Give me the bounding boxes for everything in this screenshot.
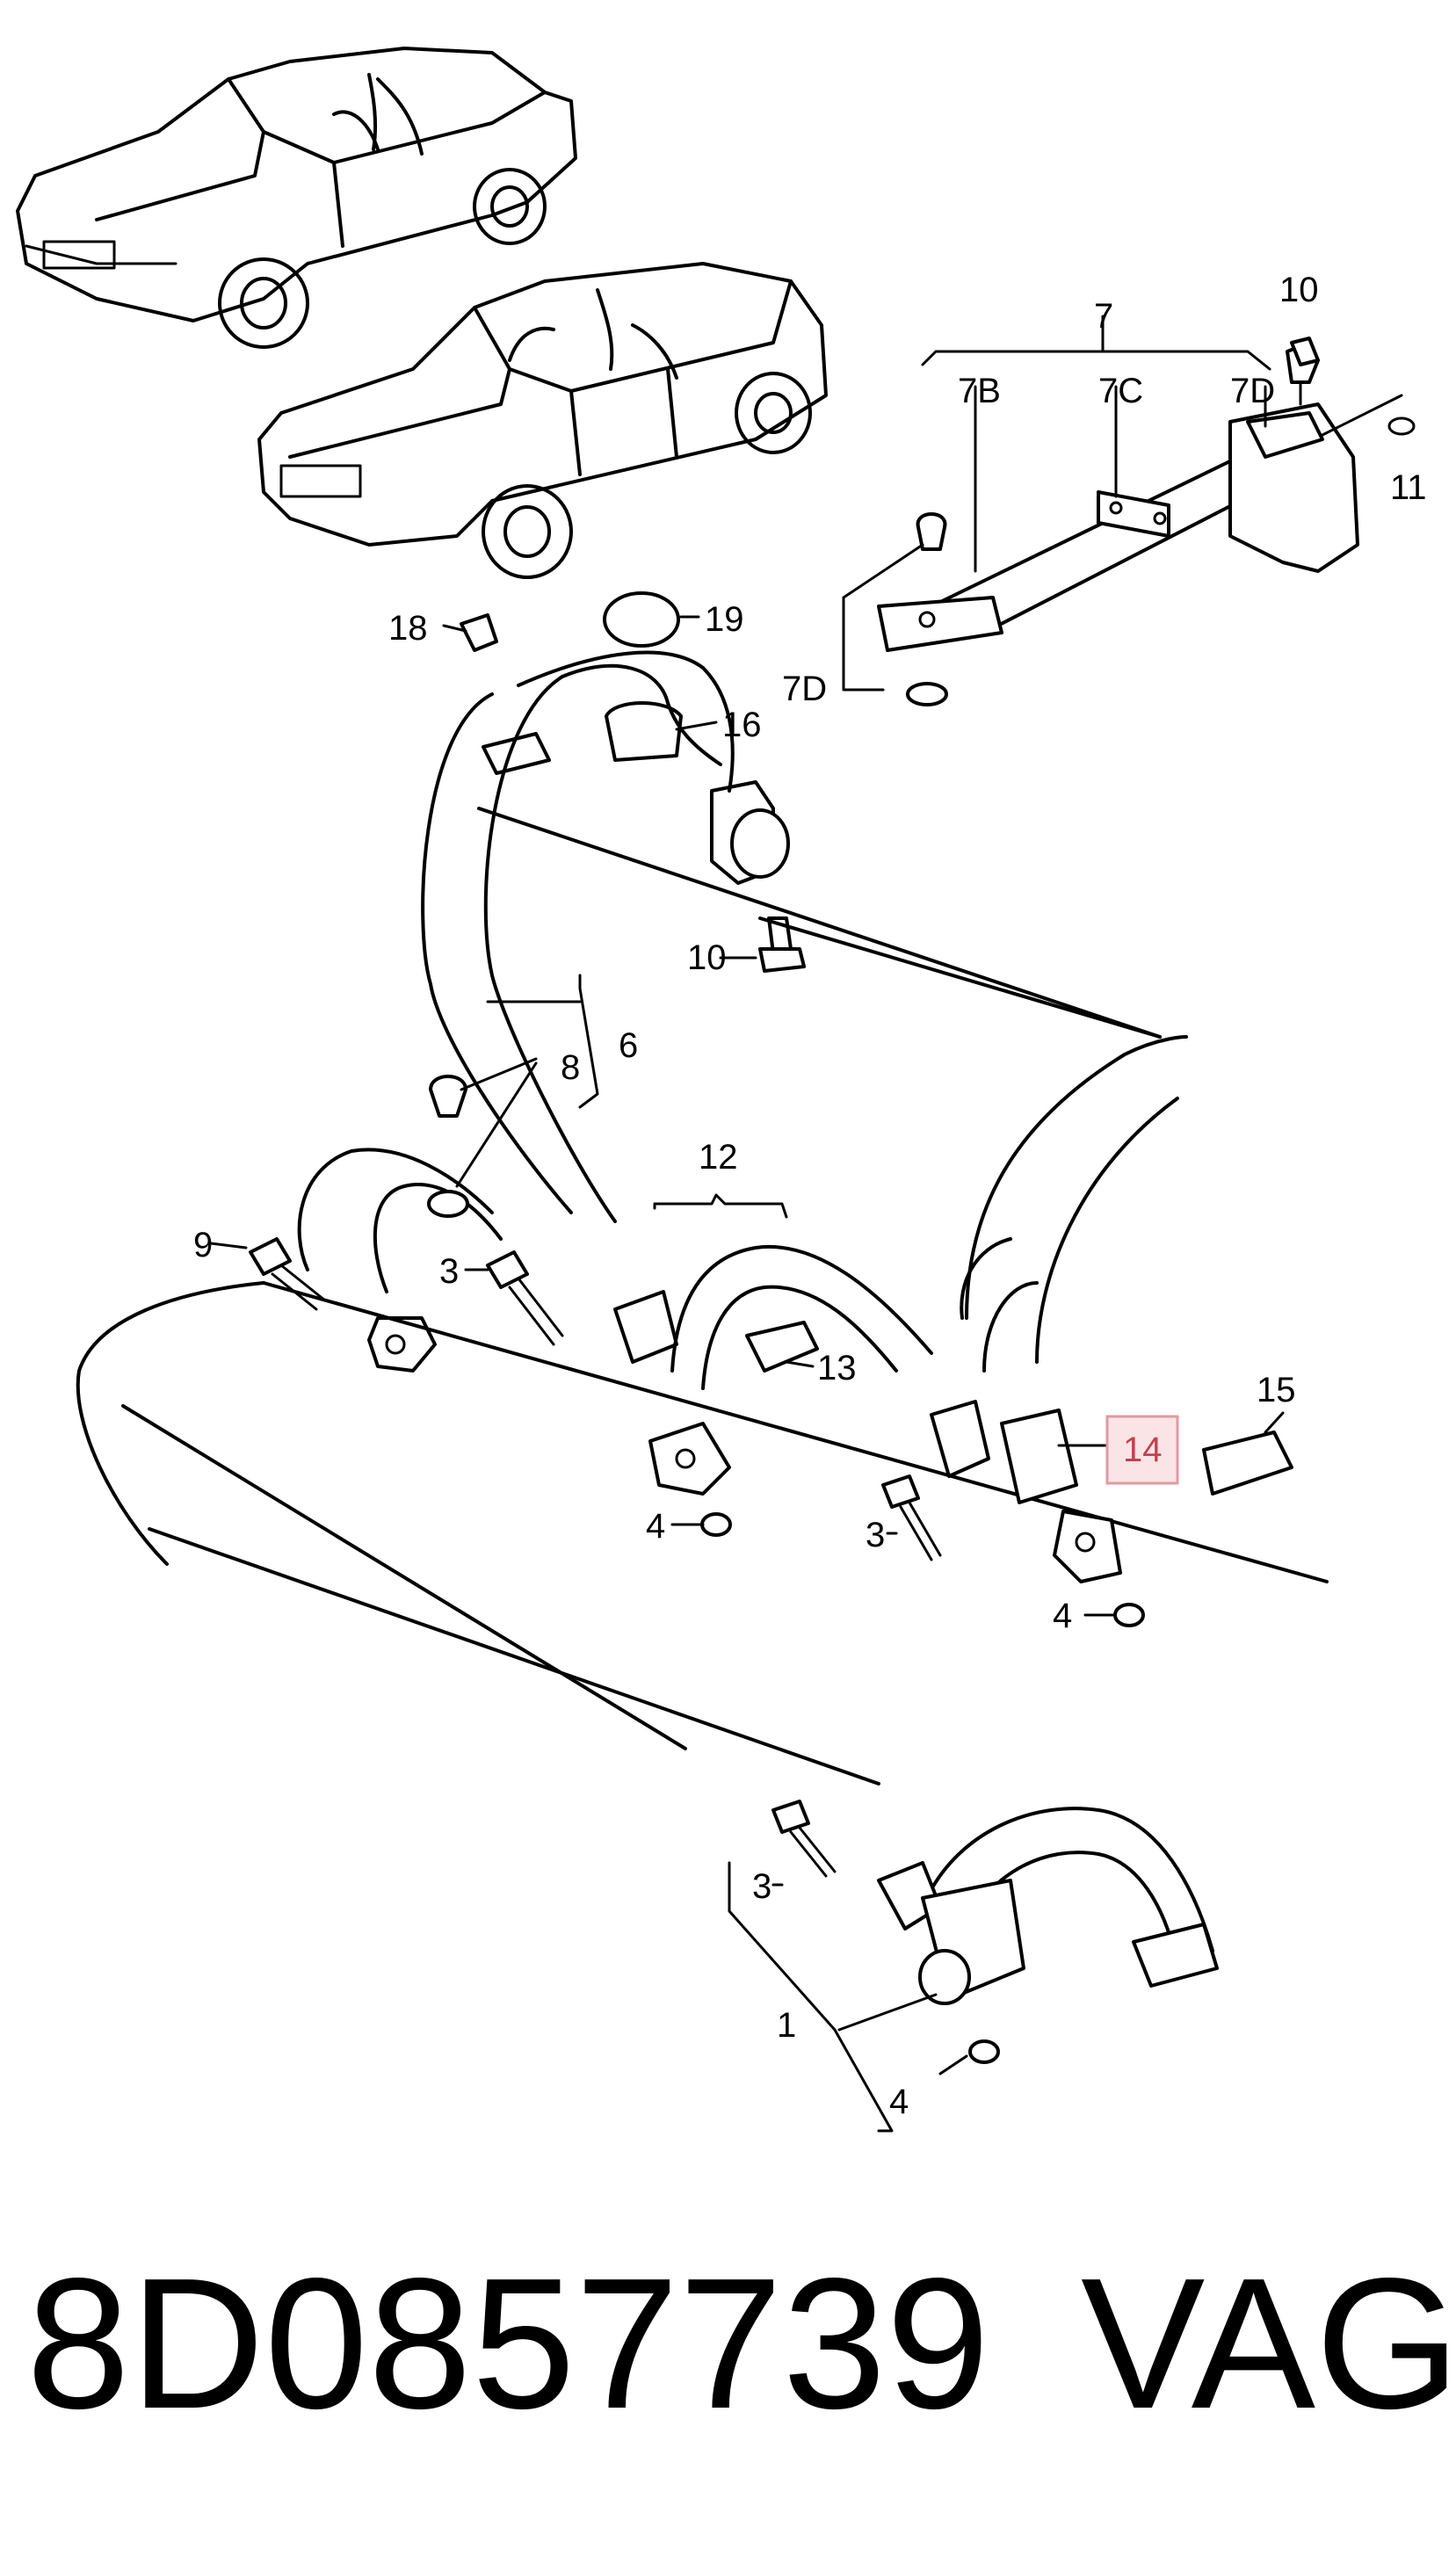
part-number: 8D0857739 <box>26 2239 989 2447</box>
brand-name: VAG <box>1081 2239 1456 2447</box>
callout-16: 16 <box>722 706 762 744</box>
callout-12: 12 <box>699 1138 738 1177</box>
callout-7: 7 <box>1094 297 1113 336</box>
bolt-3-right <box>881 1474 942 1561</box>
callout-4-left: 4 <box>646 1507 665 1546</box>
label-plate-15 <box>1202 1431 1293 1496</box>
callout-8: 8 <box>561 1048 580 1087</box>
belt-webbing <box>297 650 735 1373</box>
bolt-3-left <box>486 1250 564 1346</box>
callout-14: 14 <box>1123 1431 1163 1469</box>
callout-3-bottom: 3 <box>752 1867 771 1906</box>
label-plate-13 <box>745 1321 819 1373</box>
callout-6: 6 <box>619 1026 638 1065</box>
seat-cushion-outline <box>76 807 1329 1786</box>
sedan-car-illustration <box>16 47 577 349</box>
callout-7d-top: 7D <box>1230 372 1275 410</box>
callout-4-right: 4 <box>1053 1597 1072 1635</box>
buckle-assembly <box>613 1193 1122 1583</box>
washer-4-bottom <box>968 2039 1000 2064</box>
highlight-box-14 <box>1105 1415 1179 1485</box>
callout-3-right: 3 <box>866 1516 885 1554</box>
callout-10-lower: 10 <box>687 938 727 977</box>
washer-4-right <box>1113 1603 1145 1627</box>
callout-13: 13 <box>817 1349 857 1387</box>
bolt-3-bottom <box>771 1800 837 1878</box>
clip-8 <box>429 1075 467 1118</box>
callout-7b: 7B <box>958 372 1001 410</box>
callout-9: 9 <box>193 1226 213 1264</box>
callout-15: 15 <box>1257 1371 1296 1409</box>
callout-18: 18 <box>388 609 428 648</box>
callout-4-bottom: 4 <box>889 2083 909 2121</box>
bolt-9 <box>249 1237 327 1311</box>
washer-4-left <box>700 1512 732 1537</box>
callout-11: 11 <box>1390 468 1427 507</box>
callout-10-upper: 10 <box>1279 271 1319 309</box>
callout-7c: 7C <box>1098 372 1143 410</box>
callout-3-left: 3 <box>439 1252 459 1291</box>
lower-buckle-assembly <box>728 1807 1219 2133</box>
estate-car-illustration <box>257 262 828 579</box>
pillar-guide-assembly <box>460 591 806 973</box>
callout-1: 1 <box>777 2006 796 2045</box>
fasteners <box>249 337 1320 2064</box>
callout-7d-left: 7D <box>782 670 827 708</box>
leader-lines <box>209 615 1285 2075</box>
callout-labels: 18 19 16 10 8 6 9 3 12 13 4 3 14 15 4 3 … <box>193 271 1427 2121</box>
callout-19: 19 <box>705 600 744 639</box>
washer-8 <box>427 1190 469 1218</box>
belt-guide-rail-assembly <box>842 315 1416 706</box>
bolt-10-upper <box>1290 337 1320 366</box>
